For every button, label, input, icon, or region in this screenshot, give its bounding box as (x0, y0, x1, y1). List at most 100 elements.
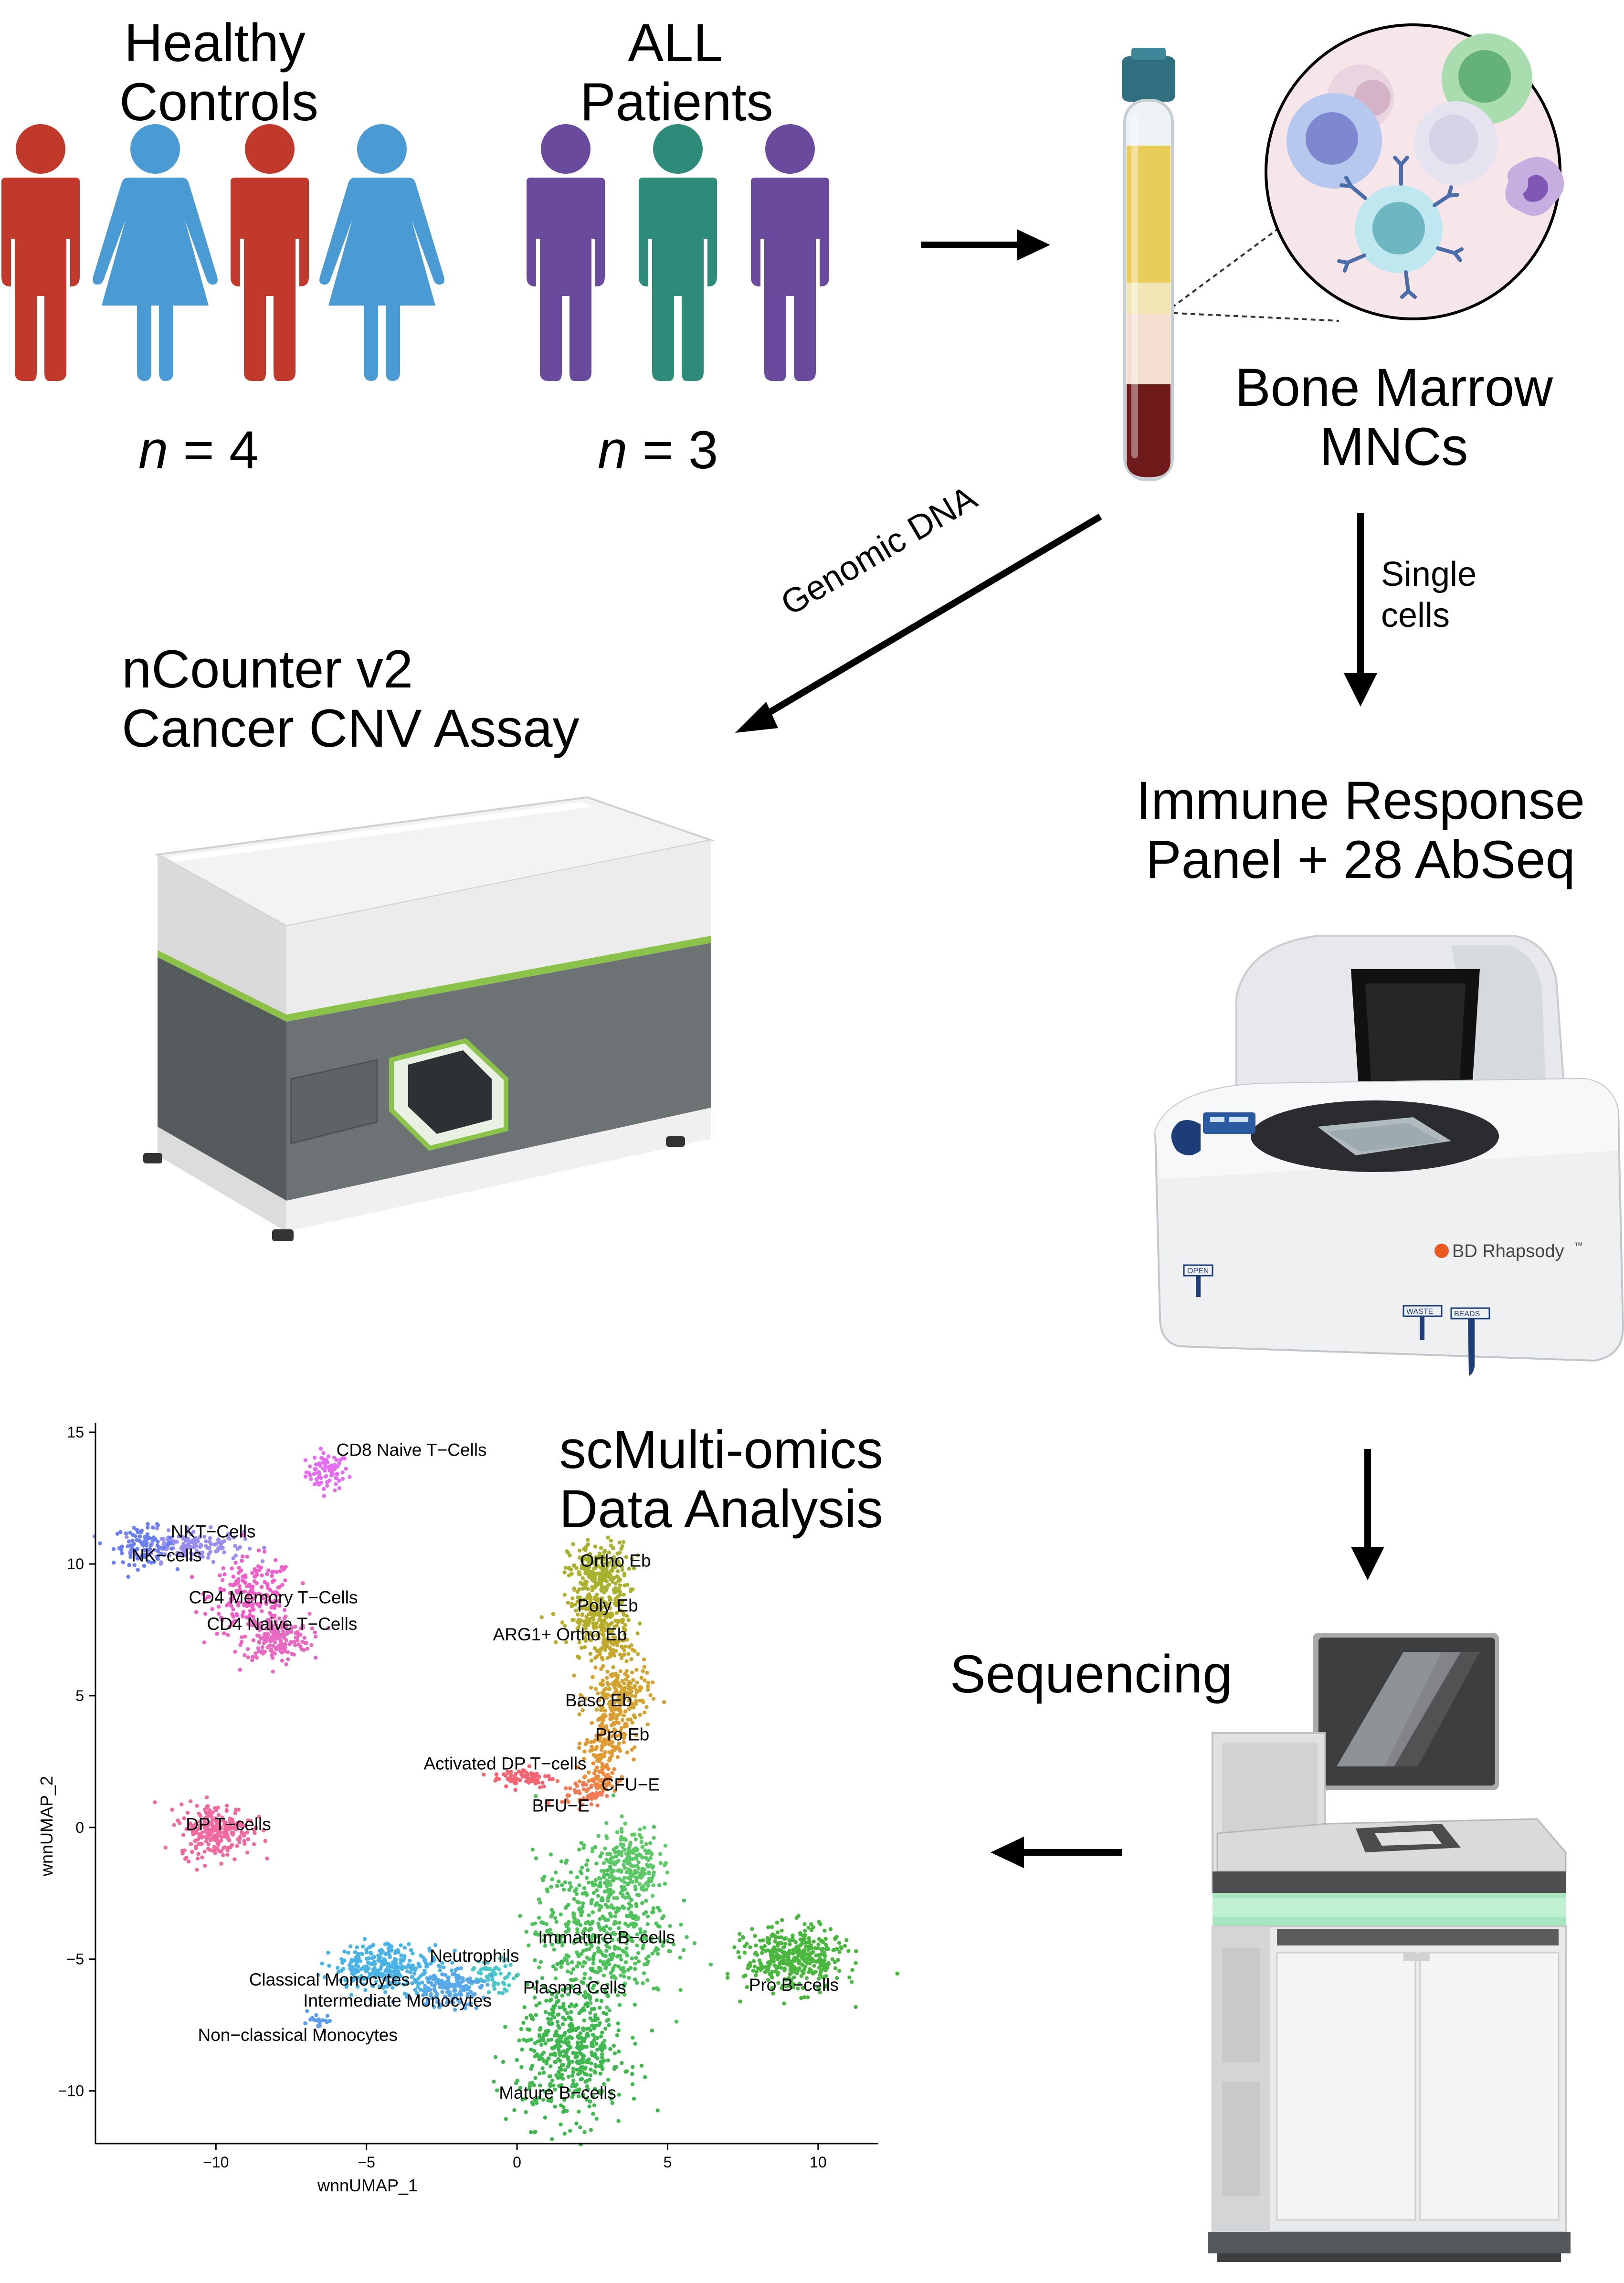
umap-point (385, 1983, 390, 1987)
umap-point (399, 1957, 403, 1962)
umap-point (586, 1868, 590, 1872)
umap-point (601, 1718, 605, 1722)
umap-point (387, 1942, 391, 1946)
umap-point (580, 1576, 585, 1580)
umap-point (636, 1866, 641, 1871)
umap-point (509, 1770, 513, 1774)
umap-point (574, 1566, 579, 1570)
umap-point (598, 1556, 602, 1561)
umap-point (607, 1750, 612, 1755)
umap-point (243, 1580, 247, 1584)
umap-point (640, 1887, 644, 1892)
umap-point (408, 1970, 412, 1975)
umap-point (577, 2109, 581, 2114)
umap-point (425, 1998, 430, 2003)
umap-point (386, 1946, 391, 1951)
umap-point (602, 1618, 607, 1623)
open-button[interactable]: OPEN (1183, 1264, 1213, 1297)
umap-point (209, 1821, 213, 1825)
umap-point (568, 1786, 572, 1790)
umap-point (820, 1947, 824, 1951)
umap-point (235, 1613, 240, 1617)
cluster-label: NKT−Cells (171, 1522, 256, 1542)
y-tick-label: 5 (75, 1687, 84, 1704)
umap-point (550, 1777, 555, 1781)
umap-point (635, 1943, 639, 1948)
umap-point (600, 2055, 604, 2060)
umap-point (559, 1912, 563, 1917)
umap-point (318, 1447, 323, 1451)
umap-point (561, 2077, 565, 2081)
umap-point (478, 1985, 483, 1989)
immune-line2: Panel + 28 AbSeq (1146, 830, 1575, 889)
umap-point (854, 1949, 858, 1954)
umap-point (849, 1980, 854, 1984)
umap-point (580, 1613, 584, 1617)
umap-point (615, 1698, 620, 1703)
umap-point (290, 1625, 294, 1629)
umap-point (268, 1643, 272, 1648)
umap-point (169, 1541, 173, 1545)
umap-point (599, 1747, 604, 1752)
umap-point (479, 1967, 484, 1972)
immune-panel-label: Immune Response Panel + 28 AbSeq (1098, 771, 1623, 889)
umap-point (636, 1951, 641, 1955)
beads-button[interactable]: BEADS (1450, 1307, 1490, 1376)
umap-point (624, 1659, 629, 1663)
umap-point (529, 2130, 533, 2135)
umap-point (382, 1985, 387, 1989)
blood-tube (1122, 48, 1175, 481)
umap-point (196, 1852, 200, 1856)
umap-point (219, 1849, 223, 1853)
umap-point (626, 1907, 631, 1911)
umap-point (301, 1623, 305, 1628)
umap-point (383, 1952, 388, 1956)
umap-point (243, 1634, 247, 1639)
umap-point (237, 1584, 242, 1588)
umap-point (530, 1779, 534, 1784)
umap-point (331, 1472, 335, 1477)
umap-point (601, 1898, 605, 1902)
controls-title: Healthy Controls (119, 13, 318, 132)
umap-point (818, 1973, 823, 1977)
umap-point (216, 1605, 221, 1609)
analysis-label: scMulti-omics Data Analysis (501, 1420, 883, 1539)
umap-point (241, 1610, 246, 1614)
umap-point (622, 1866, 627, 1870)
umap-point (217, 1830, 221, 1835)
umap-point (263, 1549, 267, 1554)
umap-point (604, 1941, 609, 1945)
umap-point (630, 1747, 634, 1752)
umap-point (586, 1984, 590, 1988)
umap-point (556, 2070, 561, 2074)
umap-point (173, 1539, 178, 1544)
umap-point (277, 1585, 282, 1589)
umap-point (238, 1643, 243, 1647)
waste-button[interactable]: WASTE (1403, 1305, 1443, 1340)
umap-point (590, 2040, 594, 2045)
umap-point (181, 1550, 185, 1555)
umap-point (379, 1974, 383, 1978)
umap-point (231, 1614, 235, 1619)
umap-point (315, 1481, 320, 1485)
umap-point (754, 1973, 758, 1977)
umap-point (616, 1937, 621, 1942)
cluster-points-8 (572, 1648, 666, 1737)
umap-point (438, 1968, 442, 1973)
umap-point (617, 1682, 622, 1687)
umap-point (565, 2011, 569, 2016)
umap-point (504, 1784, 508, 1788)
umap-point (458, 1981, 463, 1985)
umap-point (597, 1924, 601, 1929)
umap-point (783, 1942, 788, 1946)
umap-point (188, 1827, 192, 1831)
umap-point (254, 1581, 259, 1585)
umap-point (791, 1967, 796, 1972)
umap-point (605, 1852, 610, 1856)
umap-point (615, 1945, 619, 1950)
umap-point (336, 1966, 340, 1970)
umap-point (569, 2010, 573, 2014)
umap-point (630, 1648, 634, 1652)
umap-point (646, 1684, 650, 1689)
umap-point (598, 1778, 602, 1783)
